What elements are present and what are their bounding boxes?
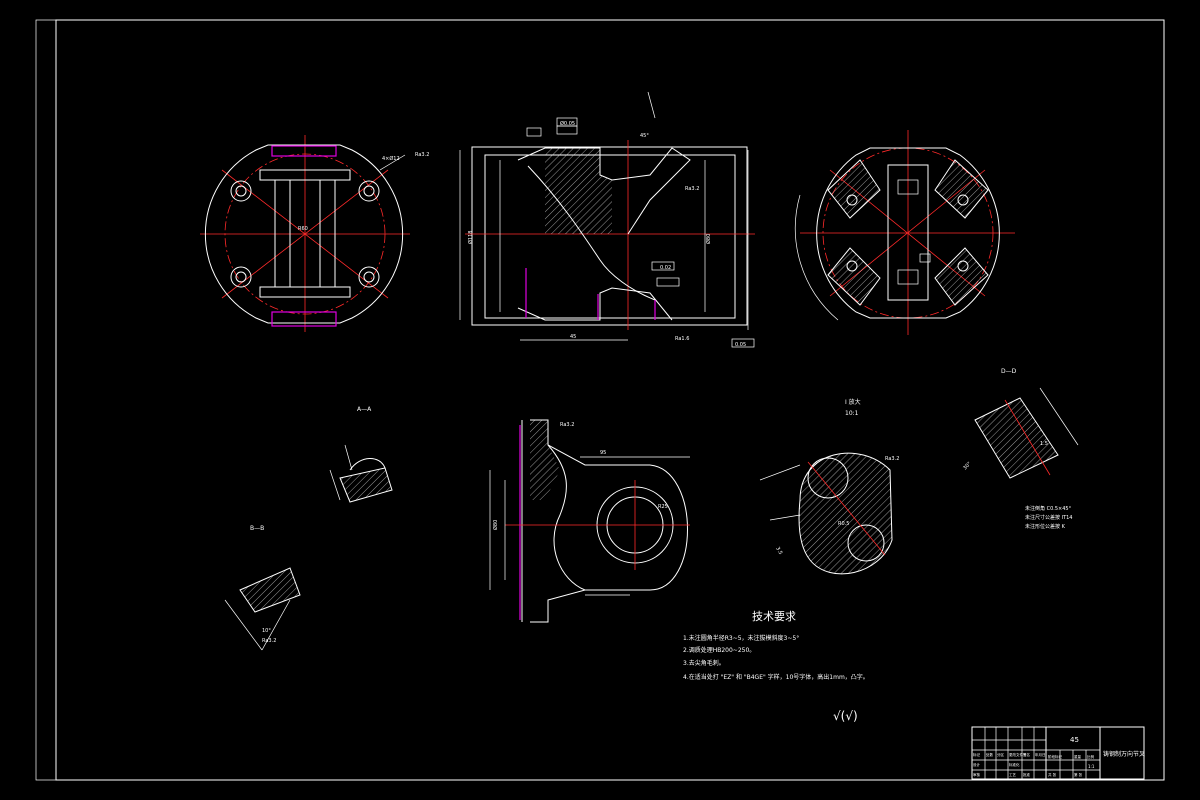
tb-h-3: 更改文件号 [1009, 752, 1027, 757]
tb-material: 45 [1070, 736, 1079, 744]
tb-r-0: 设计 [973, 762, 981, 767]
tb-r-2: 审核 [973, 772, 981, 777]
tb-h-1: 处数 [986, 752, 994, 757]
front-tol: Ø0.05 [560, 120, 575, 127]
b-rough: Ra3.2 [262, 638, 276, 644]
section-b-label: B—B [250, 525, 264, 532]
section-d-label: D—D [1001, 368, 1017, 375]
right-end-view [794, 130, 1015, 335]
tb-b-0: 共 张 [1048, 772, 1057, 777]
front-bottom: 45 [570, 334, 576, 340]
tb-r-4: 批准 [1023, 772, 1031, 777]
b-angle: 10° [262, 628, 271, 634]
tb-m-1: 重量 [1074, 754, 1082, 759]
tech-item-2: 2.调质处理HB200~250。 [683, 646, 755, 654]
front-rough1: Ra3.2 [685, 186, 699, 192]
section-a: A—A [329, 406, 393, 503]
note-2: 未注尺寸公差按 IT14 [1025, 514, 1072, 521]
tech-item-4: 4.在适当处打 "EZ" 和 "B4GE" 字样，10号字体，高出1mm，凸字。 [683, 673, 869, 681]
tb-h-2: 分区 [997, 752, 1005, 757]
outer-border [35, 19, 1165, 781]
left-end-view: 4×Ø12 Ra3.2 R60 [200, 135, 429, 332]
tb-h-0: 标记 [973, 752, 981, 757]
front-rough2: Ra1.6 [675, 336, 689, 342]
front-perp: 0.05 [735, 342, 746, 348]
front-angle: 45° [640, 133, 649, 139]
detail-view: I 放大 10:1 R0.5 Ra3.2 3.5 [759, 398, 899, 575]
note-3: 未注形位公差按 K [1025, 523, 1066, 530]
front-section-view: Ø118 Ø80 45 Ø0.05 0.02 0.05 Ra3.2 Ra1.6 … [459, 91, 755, 348]
tb-name: 铸钢制万向节叉 [1103, 750, 1145, 758]
roughness-note: √(√) [833, 709, 858, 723]
c-len: 1.5 [1040, 441, 1048, 447]
tb-h-4: 签名 [1023, 752, 1030, 757]
tech-title: 技术要求 [752, 610, 796, 623]
lower-width: 95 [600, 450, 606, 456]
tb-m-2: 比例 [1087, 754, 1095, 759]
tb-r-3: 工艺 [1009, 772, 1017, 777]
tech-item-1: 1.未注圆角半径R3~5，未注拔模斜度3~5° [683, 634, 799, 642]
detail-scale: 10:1 [845, 410, 859, 417]
hole-dim: 4×Ø12 [382, 155, 400, 162]
detail-label: I 放大 [845, 398, 861, 406]
d-angle: 30° [962, 461, 973, 472]
front-height: Ø80 [705, 234, 712, 244]
lower-rough: Ra3.2 [560, 422, 574, 428]
section-d: D—D 30° 1.5 未注倒角 C0.5×45° 未注尺寸公差按 IT14 未… [962, 368, 1079, 530]
detail-rough: Ra3.2 [885, 456, 899, 462]
technical-requirements: 技术要求 1.未注圆角半径R3~5，未注拔模斜度3~5° 2.调质处理HB200… [683, 610, 869, 723]
front-width: Ø118 [467, 231, 474, 244]
section-b: B—B 10° Ra3.2 [224, 525, 301, 651]
tb-m-0: 阶段标记 [1048, 754, 1063, 759]
left-rough: Ra3.2 [415, 152, 429, 158]
detail-r: R0.5 [838, 521, 849, 527]
note-1: 未注倒角 C0.5×45° [1025, 505, 1072, 512]
lower-middle-view: 95 Ø80 R25 Ra3.2 [489, 419, 690, 623]
inner-border [55, 19, 1165, 781]
detail-len: 3.5 [774, 546, 783, 556]
lower-r: R25 [658, 504, 668, 510]
tb-b-1: 第 张 [1074, 772, 1083, 777]
front-flat: 0.02 [660, 265, 671, 271]
tb-scale: 1:1 [1088, 764, 1095, 769]
tech-item-3: 3.去尖角毛刺。 [683, 659, 725, 667]
tb-r-1: 标准化 [1009, 762, 1020, 767]
title-block: 45 铸钢制万向节叉 1:1 标记 处数 分区 更改文件号 签名 年月日 设计 … [971, 726, 1145, 780]
lower-dia: Ø80 [492, 520, 499, 530]
tb-h-5: 年月日 [1035, 752, 1046, 757]
left-radius: R60 [298, 226, 308, 232]
section-a-label: A—A [357, 406, 372, 413]
